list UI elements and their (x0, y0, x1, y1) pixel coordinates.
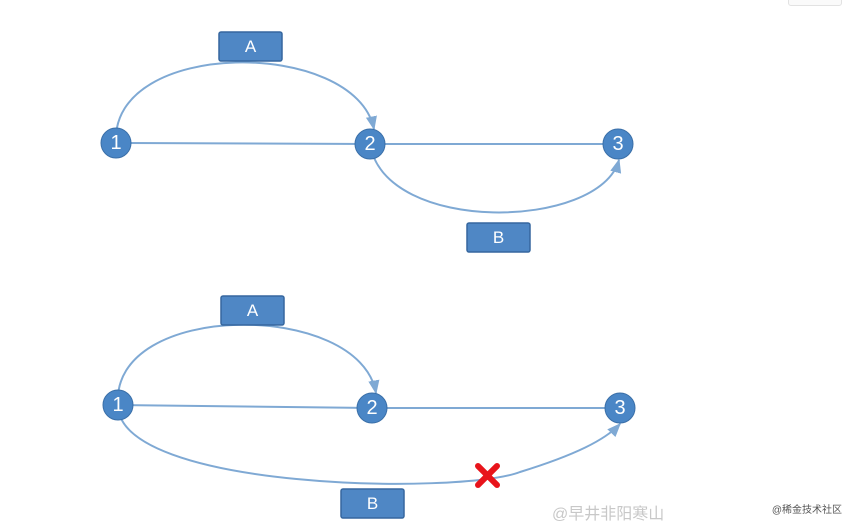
bottom-label-a: A (220, 295, 285, 326)
watermark: @早井非阳寒山 (552, 506, 665, 522)
top-node-3: 3 (602, 128, 634, 160)
top-edge-1-2-straight (115, 142, 371, 145)
footer-credit: @稀金技术社区 (771, 505, 842, 516)
corner-element (788, 0, 842, 6)
top-node-2: 2 (354, 128, 386, 160)
bottom-node-1: 1 (102, 389, 134, 421)
top-label-b: B (466, 222, 531, 253)
bottom-node-2: 2 (356, 392, 388, 424)
bottom-edge-1-2-straight (117, 404, 373, 409)
bottom-edge-1-2-curve-a (116, 323, 380, 406)
bottom-diagram: 1 2 3 A B (102, 295, 636, 519)
bottom-node-3: 3 (604, 392, 636, 424)
top-diagram: 1 2 3 A B (100, 31, 634, 253)
top-edge-1-2-curve-a (114, 61, 377, 144)
label-text: A (247, 301, 259, 320)
node-label: 3 (612, 133, 623, 155)
top-label-a: A (218, 31, 283, 62)
label-text: B (367, 494, 378, 513)
node-label: 2 (364, 133, 375, 155)
top-edge-2-3-curve-b (369, 143, 622, 214)
bottom-edge-1-3-curve-b (117, 404, 621, 485)
node-label: 3 (614, 397, 625, 419)
node-label: 1 (110, 132, 121, 154)
label-text: A (245, 37, 257, 56)
node-label: 2 (366, 397, 377, 419)
cross-icon (475, 463, 500, 488)
label-text: B (493, 228, 504, 247)
node-label: 1 (112, 394, 123, 416)
top-node-1: 1 (100, 127, 132, 159)
bottom-label-b: B (340, 488, 405, 519)
